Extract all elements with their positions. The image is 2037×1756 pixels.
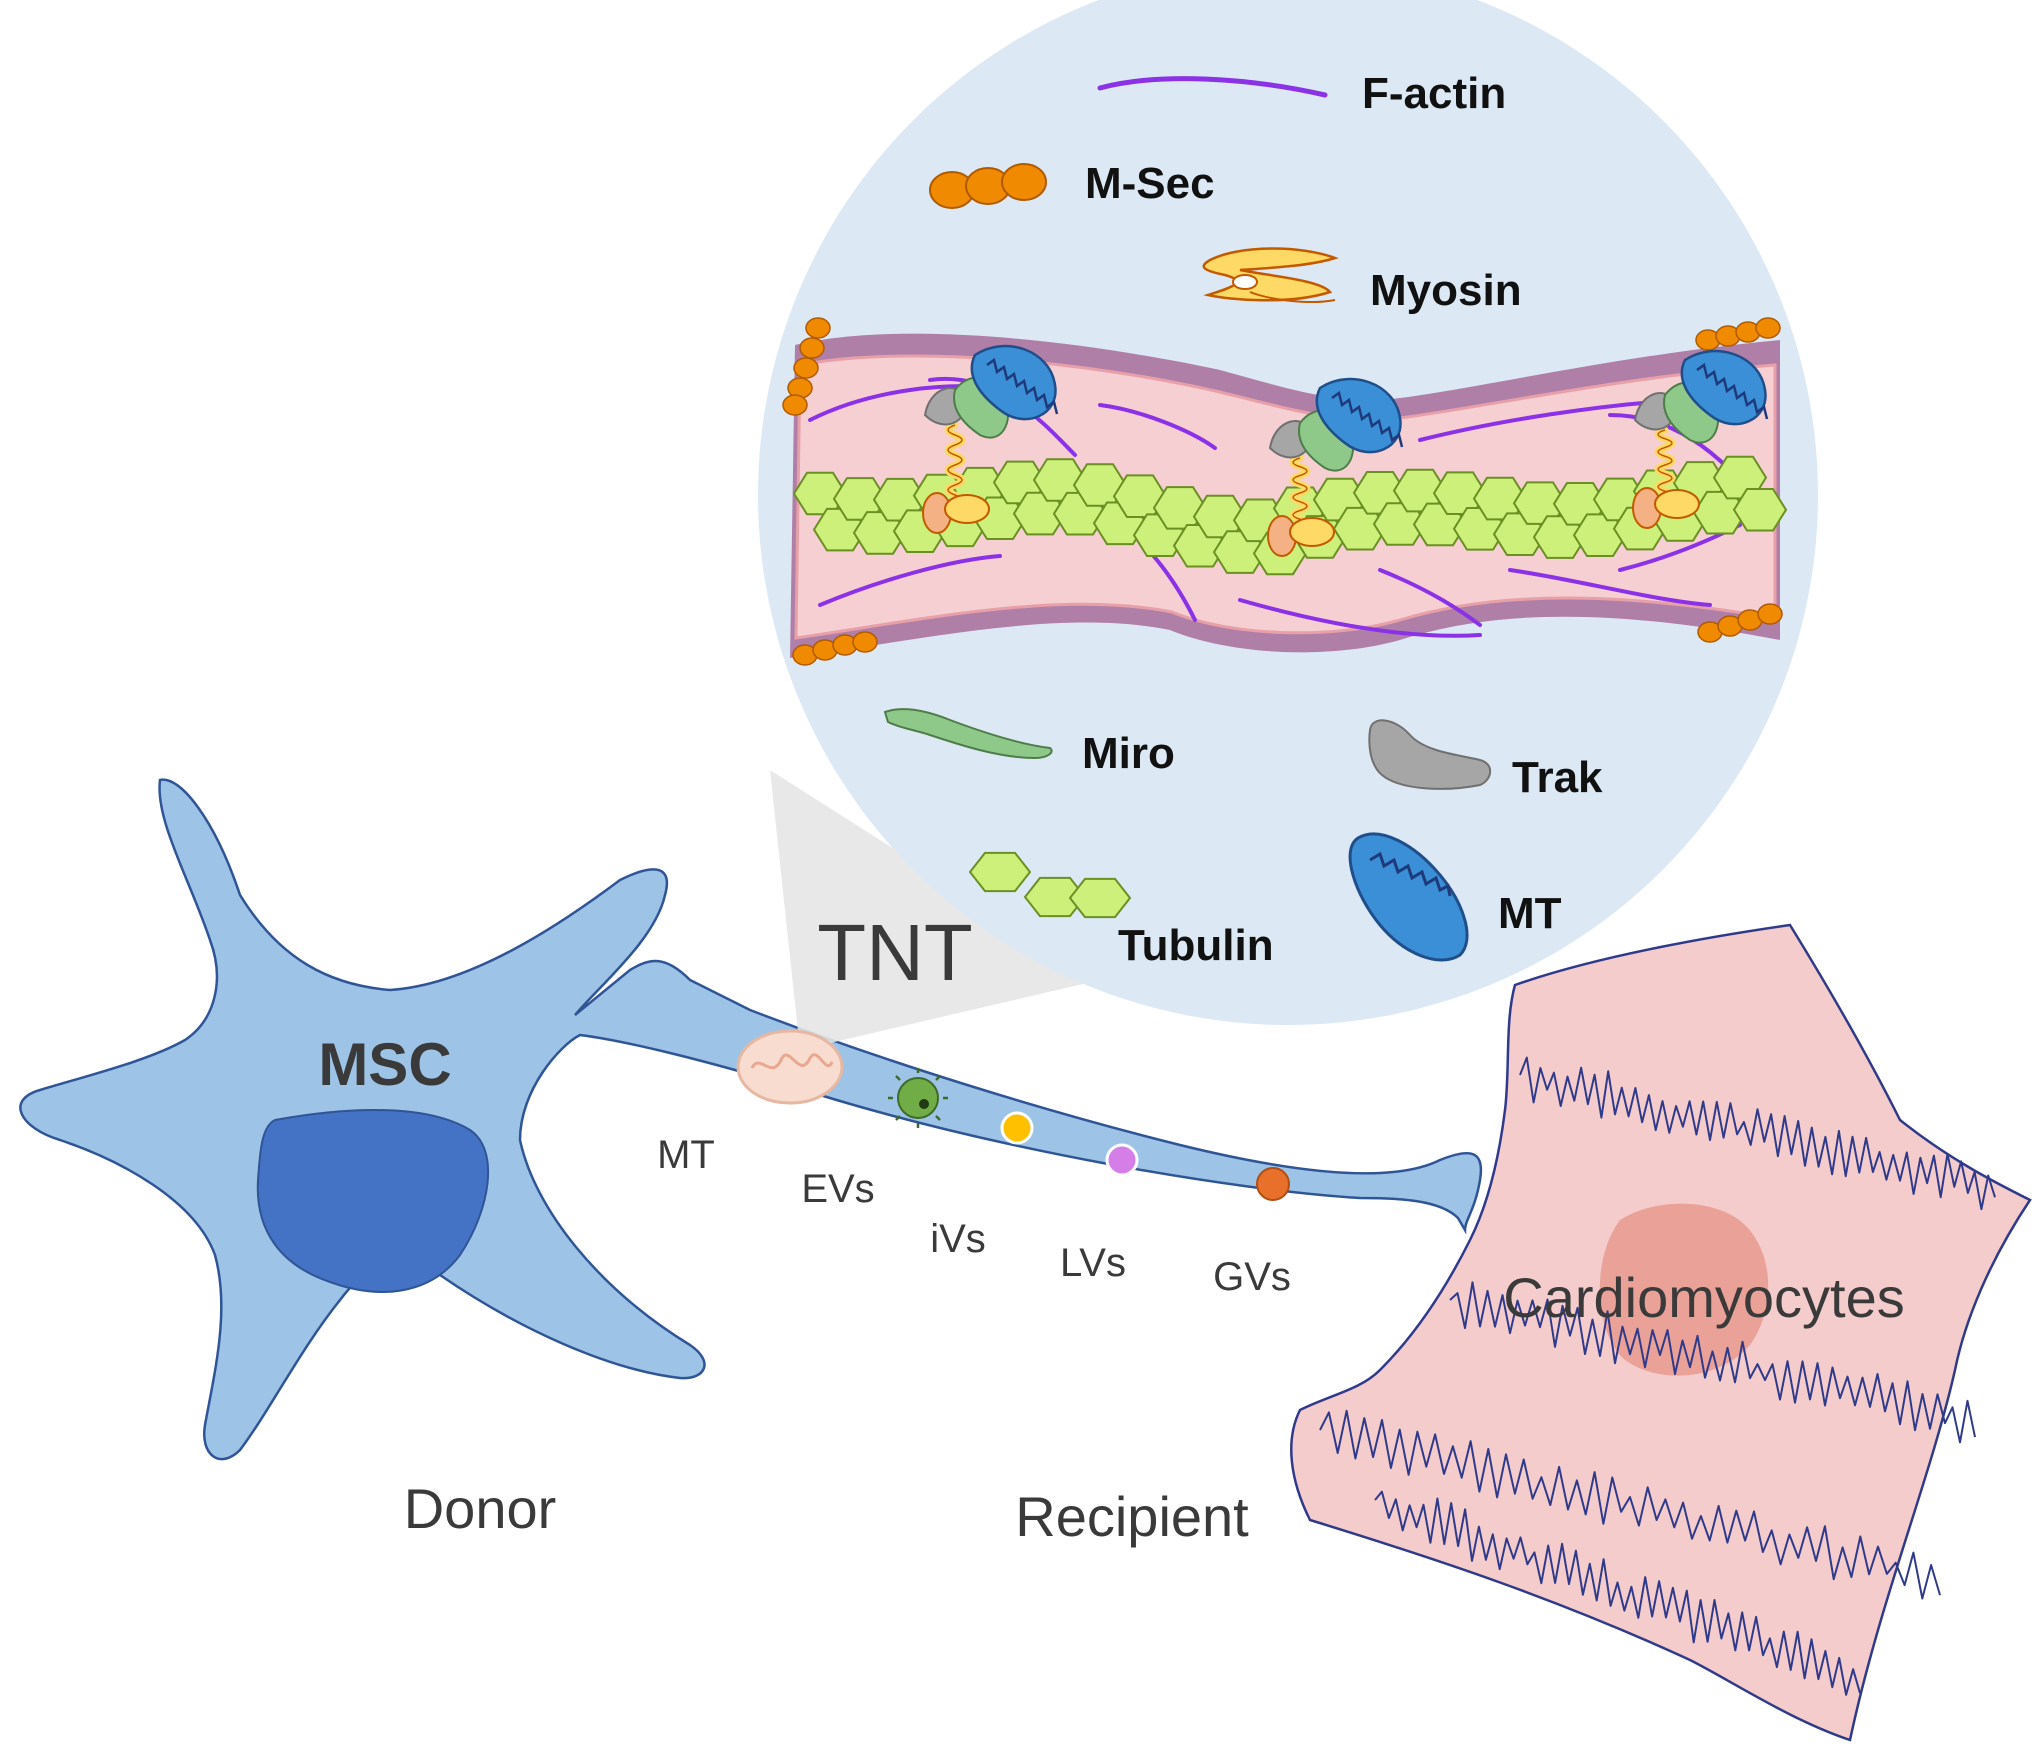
recipient-label: Recipient xyxy=(1015,1485,1249,1548)
msec-cluster xyxy=(782,317,831,416)
donor-label: Donor xyxy=(404,1477,557,1540)
cardiomyocyte-cell xyxy=(1290,923,2032,1742)
msec-cluster xyxy=(792,631,878,666)
legend: F-actin M-Sec Myosin Miro Trak xyxy=(883,69,1603,970)
motor-complex xyxy=(1632,349,1769,529)
legend-trak-label: Trak xyxy=(1512,753,1603,802)
sarcomere-line xyxy=(1519,1056,1996,1211)
myosin-icon xyxy=(1202,247,1339,303)
tnt-label: TNT xyxy=(817,908,973,997)
msec-cluster xyxy=(1697,603,1783,643)
factin-filament xyxy=(1098,403,1217,450)
sarcomere-striations xyxy=(1319,1056,1996,1696)
legend-msec-label: M-Sec xyxy=(1085,159,1215,208)
tubulin-dimer xyxy=(968,851,1032,893)
tubulin-dimer xyxy=(1732,488,1788,532)
cargo-mt-label: MT xyxy=(657,1133,715,1177)
zoom-cone xyxy=(770,770,1100,1050)
msec-clusters xyxy=(782,317,1783,666)
legend-mt: MT xyxy=(1348,832,1562,962)
msc-label: MSC xyxy=(318,1031,451,1098)
motor-complex xyxy=(1267,377,1404,557)
sarcomere-line xyxy=(1449,1281,1976,1444)
motor-complexes xyxy=(922,344,1769,557)
legend-trak: Trak xyxy=(1368,719,1603,802)
cardiomyocytes-label: Cardiomyocytes xyxy=(1503,1266,1904,1329)
gvs-vesicle-icon xyxy=(1256,1167,1290,1201)
factin-icon xyxy=(1097,76,1328,98)
legend-myosin: Myosin xyxy=(1202,247,1522,315)
msc-nucleus xyxy=(256,1109,490,1293)
factin-filament xyxy=(1378,568,1482,627)
mitochondrion-icon xyxy=(1348,832,1469,962)
extracellular-vesicle-icon xyxy=(888,1068,948,1128)
legend-msec: M-Sec xyxy=(929,159,1215,209)
tubulin-dimer xyxy=(1068,877,1132,919)
tnt-tube xyxy=(782,317,1788,666)
mitochondrion-cargo-icon xyxy=(736,1029,844,1105)
cargo-evs-label: EVs xyxy=(801,1167,874,1211)
msc-donor-cell xyxy=(19,778,1483,1461)
legend-mt-label: MT xyxy=(1498,889,1562,938)
factin-filament xyxy=(1508,568,1712,607)
cargo-lvs-label: LVs xyxy=(1060,1241,1126,1285)
tnt-cargo xyxy=(736,1029,1290,1201)
ivs-vesicle-icon xyxy=(1000,1111,1034,1145)
legend-miro: Miro xyxy=(883,708,1175,778)
msec-cluster xyxy=(1695,317,1781,351)
tubulin-icon xyxy=(968,851,1132,919)
sarcomere-line xyxy=(1319,1409,1941,1600)
miro-icon xyxy=(883,708,1053,760)
trak-icon xyxy=(1368,719,1492,790)
legend-tubulin-label: Tubulin xyxy=(1118,921,1274,970)
cargo-ivs-label: iVs xyxy=(930,1217,986,1261)
legend-factin-label: F-actin xyxy=(1362,69,1506,118)
cargo-gvs-label: GVs xyxy=(1213,1255,1291,1299)
sarcomere-line xyxy=(1374,1490,1861,1696)
tubulin-dimer xyxy=(1023,876,1087,918)
legend-myosin-label: Myosin xyxy=(1370,266,1522,315)
cardiomyocyte-nucleus xyxy=(1599,1203,1769,1376)
factin-filament xyxy=(818,554,1002,607)
msec-icon xyxy=(929,163,1047,209)
motor-complex xyxy=(922,344,1059,534)
lvs-vesicle-icon xyxy=(1105,1143,1139,1177)
legend-factin: F-actin xyxy=(1097,69,1506,118)
legend-miro-label: Miro xyxy=(1082,729,1175,778)
factin-filament xyxy=(1238,598,1482,638)
